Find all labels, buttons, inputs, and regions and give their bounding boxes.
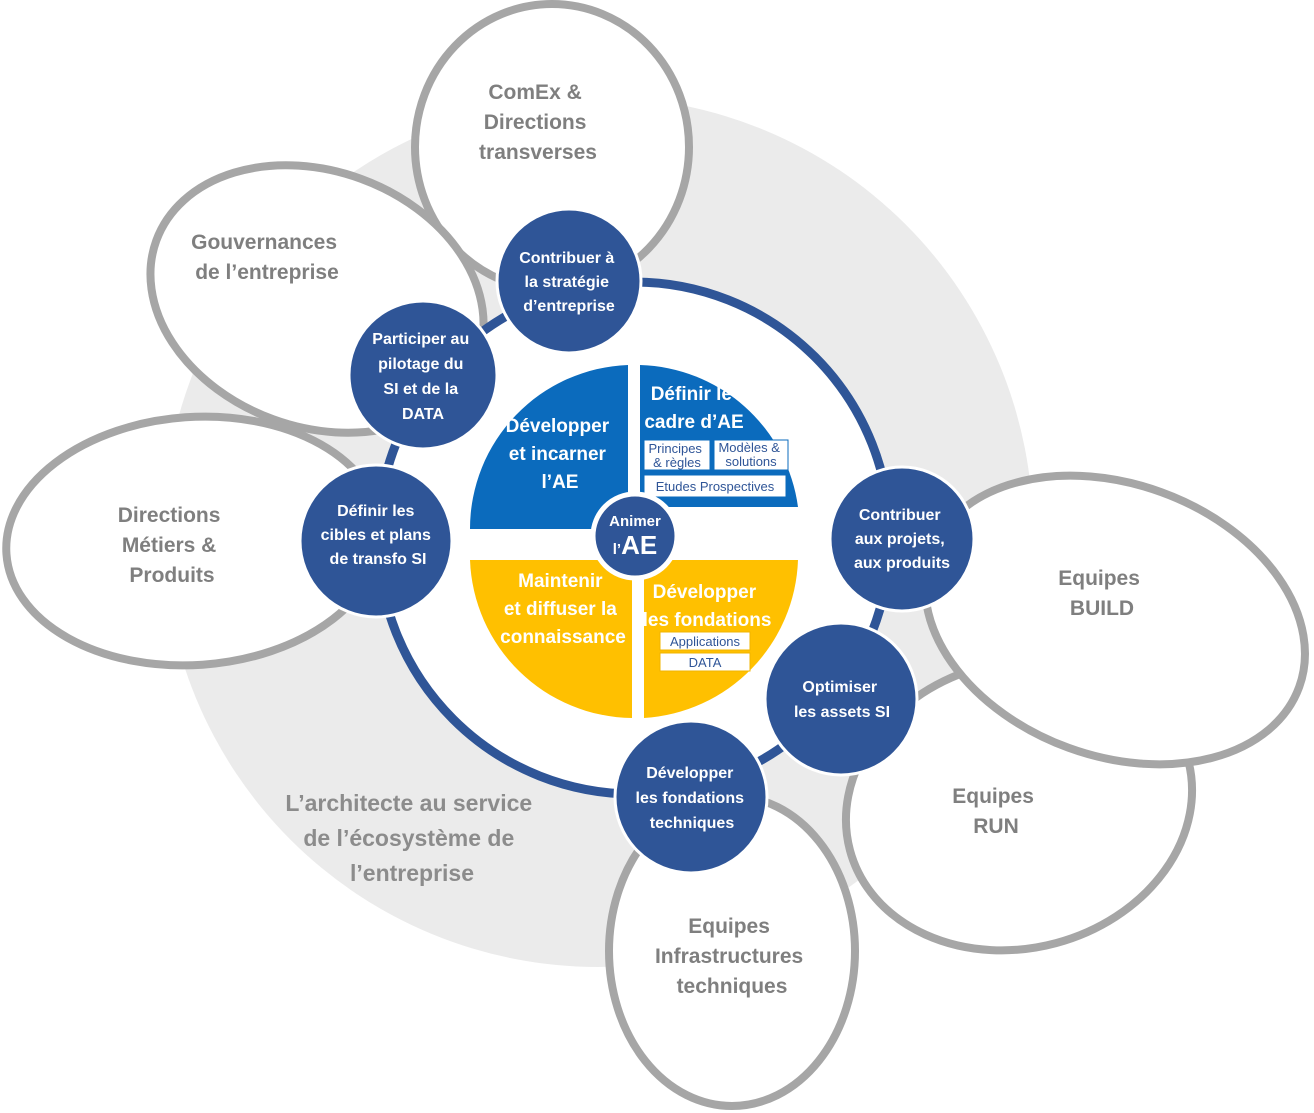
- quadrant-cadre: [640, 365, 798, 507]
- diagram-caption: L’architecte au service de l’écosystème …: [285, 790, 538, 886]
- node-assets-label: Optimiser les assets SI: [794, 679, 890, 721]
- label-equipes-run: Equipes RUN: [952, 785, 1040, 838]
- label-equipes-build: Equipes BUILD: [1058, 567, 1146, 620]
- tag-etudes-box: [643, 474, 787, 498]
- label-equipes-infra: Equipes Infrastructures techniques: [655, 915, 809, 998]
- quadrant-fondations-label: Développer les fondations: [643, 582, 772, 631]
- quadrant-connaissance: [470, 560, 632, 718]
- node-fondations-tech-label: Développer les fondations techniques: [636, 765, 749, 832]
- quadrant-connaissance-label: Maintenir et diffuser la connaissance: [500, 571, 626, 648]
- tag-modeles-box: [713, 439, 789, 471]
- node-assets: [763, 621, 919, 777]
- node-projets: [828, 465, 976, 613]
- quadrant-cadre-label: Définir le cadre d’AE: [644, 384, 743, 433]
- node-projets-label: Contribuer aux projets, aux produits: [854, 507, 950, 572]
- tag-modeles: Modèles & solutions: [718, 440, 783, 469]
- center-circle: [590, 491, 680, 581]
- label-gouvernances: Gouvernances de l’entreprise: [191, 231, 343, 284]
- center-label-small: Animer: [609, 513, 661, 530]
- tag-data-box: [659, 652, 751, 672]
- label-comex: ComEx & Directions transverses: [479, 81, 597, 164]
- node-pilotage: [347, 299, 499, 451]
- node-fondations-tech: [613, 719, 769, 875]
- quadrant-incarner-label: Développer et incarner l’AE: [506, 416, 615, 493]
- tag-data: DATA: [689, 655, 722, 670]
- center-label-main: l’AE: [613, 530, 657, 560]
- tag-principes-box: [643, 439, 711, 471]
- tag-applications: Applications: [670, 634, 741, 649]
- center-label-prefix: l’: [613, 541, 621, 558]
- label-directions-metiers: Directions Métiers & Produits: [118, 504, 227, 587]
- node-cibles: [298, 463, 454, 619]
- quadrant-incarner: [469, 365, 634, 529]
- node-pilotage-label: Participer au pilotage du SI et de la DA…: [372, 331, 473, 423]
- node-strategie-label: Contribuer à la stratégie d’entreprise: [519, 250, 619, 315]
- tag-etudes: Etudes Prospectives: [656, 479, 775, 494]
- node-strategie: [495, 207, 643, 355]
- center-label-big: AE: [621, 530, 657, 560]
- node-cibles-label: Définir les cibles et plans de transfo S…: [321, 503, 436, 568]
- tag-applications-box: [659, 631, 751, 651]
- tag-principes: Principes & règles: [648, 441, 705, 470]
